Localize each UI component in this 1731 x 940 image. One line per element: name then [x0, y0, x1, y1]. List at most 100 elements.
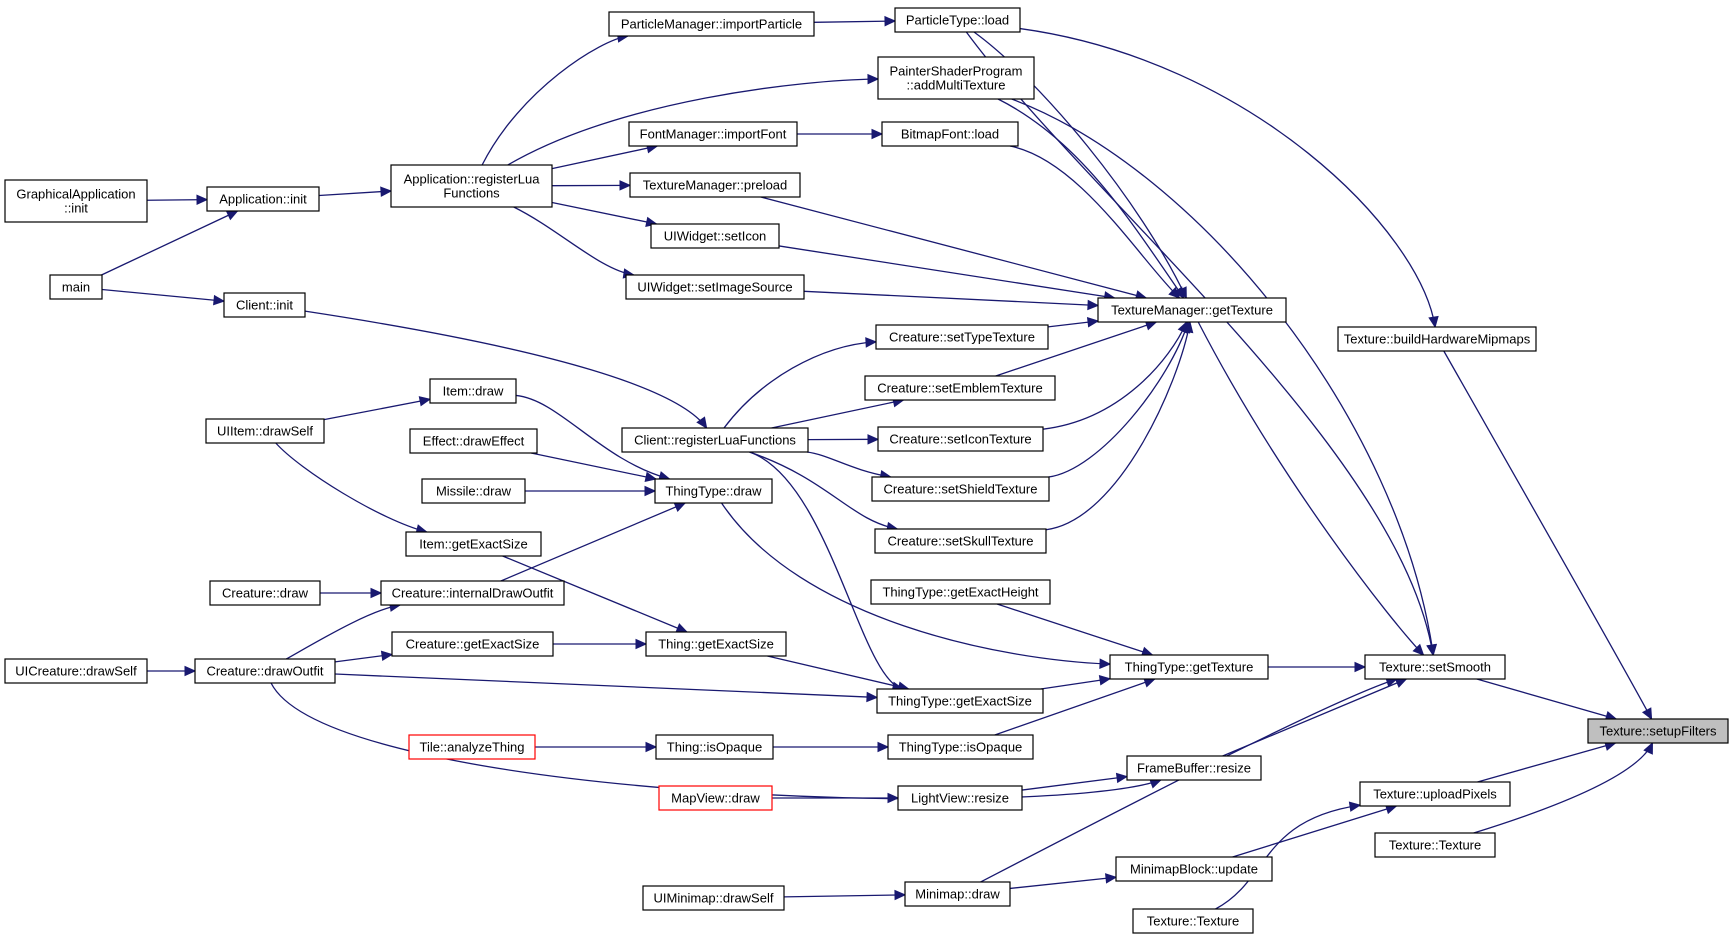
node-box	[625, 274, 805, 300]
node-item-draw[interactable]: Item::draw	[429, 378, 517, 404]
node-label: UICreature::drawSelf	[15, 664, 137, 679]
node-app-init[interactable]: Application::init	[206, 186, 320, 212]
node-label: main	[62, 280, 90, 295]
edge-line	[101, 288, 225, 302]
node-creature-get-exact-size[interactable]: Creature::getExactSize	[391, 631, 554, 657]
node-set-image-source[interactable]: UIWidget::setImageSource	[625, 274, 805, 300]
edge-line	[1048, 321, 1189, 478]
edge-arrowhead	[867, 73, 880, 85]
node-item-get-exact-size[interactable]: Item::getExactSize	[405, 531, 542, 557]
node-main[interactable]: main	[49, 274, 103, 300]
node-thing-type-get-texture[interactable]: ThingType::getTexture	[1109, 654, 1269, 680]
node-frame-buffer-resize[interactable]: FrameBuffer::resize	[1126, 755, 1262, 781]
edge-creature-draw-to-internal-draw-outfit	[320, 587, 383, 599]
node-label: ParticleType::load	[906, 13, 1009, 28]
edge-minimap-block-update-to-upload-pixels	[1232, 804, 1398, 858]
edge-import-particle-to-particle-type-load	[813, 15, 897, 27]
edge-bitmap-font-load-to-get-texture	[1009, 145, 1181, 299]
node-label: Client::init	[236, 298, 293, 313]
node-minimap-draw[interactable]: Minimap::draw	[904, 881, 1011, 907]
node-box	[390, 164, 553, 208]
edge-arrowhead	[877, 741, 890, 753]
node-box	[608, 11, 815, 37]
node-label: Tile::analyzeThing	[419, 740, 524, 755]
node-box	[870, 579, 1051, 605]
node-creature-draw[interactable]: Creature::draw	[209, 580, 321, 606]
node-label: Functions	[443, 186, 500, 201]
edge-line	[995, 321, 1157, 377]
node-box	[209, 580, 321, 606]
node-build-hardware-mipmaps[interactable]: Texture::buildHardwareMipmaps	[1337, 326, 1537, 352]
node-texture-ctor-b[interactable]: Texture::Texture	[1132, 908, 1254, 934]
node-particle-type-load[interactable]: ParticleType::load	[894, 7, 1021, 33]
node-app-register-lua[interactable]: Application::registerLuaFunctions	[390, 164, 553, 208]
node-add-multi-texture[interactable]: PainterShaderProgram::addMultiTexture	[877, 56, 1035, 100]
node-effect-draw[interactable]: Effect::drawEffect	[409, 428, 538, 454]
node-thing-is-opaque[interactable]: Thing::isOpaque	[655, 734, 774, 760]
node-upload-pixels[interactable]: Texture::uploadPixels	[1359, 781, 1511, 807]
node-box	[875, 324, 1049, 350]
node-bitmap-font-load[interactable]: BitmapFont::load	[881, 121, 1019, 147]
node-set-icon-texture[interactable]: Creature::setIconTexture	[877, 426, 1044, 452]
node-thing-type-is-opaque[interactable]: ThingType::isOpaque	[887, 734, 1034, 760]
edge-client-register-lua-to-set-icon-texture	[807, 434, 880, 445]
node-box	[1587, 718, 1729, 744]
node-get-texture[interactable]: TextureManager::getTexture	[1097, 297, 1287, 323]
node-set-emblem-texture[interactable]: Creature::setEmblemTexture	[864, 375, 1056, 401]
edge-creature-get-exact-size-to-thing-get-exact-size	[553, 638, 648, 650]
edge-build-hardware-mipmaps-to-setup-filters	[1443, 350, 1653, 721]
edge-get-exact-height-to-thing-type-get-texture	[996, 603, 1154, 657]
node-set-smooth[interactable]: Texture::setSmooth	[1364, 654, 1506, 680]
node-ui-minimap-draw-self[interactable]: UIMinimap::drawSelf	[642, 885, 785, 911]
edge-arrowhead	[1426, 643, 1438, 657]
node-analyze-thing[interactable]: Tile::analyzeThing	[408, 734, 536, 760]
node-set-skull-texture[interactable]: Creature::setSkullTexture	[874, 528, 1047, 554]
node-minimap-block-update[interactable]: MinimapBlock::update	[1115, 856, 1273, 882]
node-set-type-texture[interactable]: Creature::setTypeTexture	[875, 324, 1049, 350]
node-import-particle[interactable]: ParticleManager::importParticle	[608, 11, 815, 37]
edge-arrowhead	[184, 665, 197, 677]
node-box	[621, 427, 809, 453]
node-set-shield-texture[interactable]: Creature::setShieldTexture	[871, 476, 1050, 502]
node-import-font[interactable]: FontManager::importFont	[628, 121, 798, 147]
node-set-icon[interactable]: UIWidget::setIcon	[650, 223, 780, 249]
node-get-exact-height[interactable]: ThingType::getExactHeight	[870, 579, 1051, 605]
node-client-init[interactable]: Client::init	[223, 292, 306, 318]
node-setup-filters[interactable]: Texture::setupFilters	[1587, 718, 1729, 744]
node-box	[1115, 856, 1273, 882]
node-light-view-resize[interactable]: LightView::resize	[897, 785, 1023, 811]
edge-arrowhead	[675, 623, 689, 633]
edge-set-image-source-to-get-texture	[803, 290, 1100, 311]
edge-ui-minimap-draw-self-to-minimap-draw	[783, 889, 907, 901]
edge-line	[767, 655, 909, 690]
edge-line	[813, 20, 896, 23]
node-label: UIItem::drawSelf	[217, 424, 313, 439]
node-thing-type-get-exact-size[interactable]: ThingType::getExactSize	[876, 688, 1044, 714]
node-thing-get-exact-size[interactable]: Thing::getExactSize	[645, 631, 787, 657]
node-box	[645, 631, 787, 657]
edge-arrowhead	[225, 210, 239, 221]
node-graphical-init[interactable]: GraphicalApplication::init	[4, 179, 148, 223]
edge-arrowhead	[213, 294, 226, 306]
node-missile-draw[interactable]: Missile::draw	[421, 478, 526, 504]
node-client-register-lua[interactable]: Client::registerLuaFunctions	[621, 427, 809, 453]
node-preload[interactable]: TextureManager::preload	[629, 172, 801, 198]
node-ui-item-draw-self[interactable]: UIItem::drawSelf	[205, 418, 325, 444]
node-ui-creature-draw-self[interactable]: UICreature::drawSelf	[4, 658, 148, 684]
edge-draw-outfit-to-creature-get-exact-size	[334, 650, 394, 663]
edge-line	[771, 399, 904, 429]
edge-particle-type-load-to-build-hardware-mipmaps	[1019, 27, 1439, 329]
node-map-view-draw[interactable]: MapView::draw	[658, 785, 773, 811]
node-box	[628, 121, 798, 147]
edge-arrowhead	[380, 650, 394, 662]
edge-client-register-lua-to-set-shield-texture	[806, 451, 892, 481]
node-label: Application::registerLua	[404, 172, 541, 187]
edge-arrowhead	[635, 638, 648, 650]
node-label: Client::registerLuaFunctions	[634, 433, 796, 448]
edge-line	[1021, 775, 1128, 791]
node-internal-draw-outfit[interactable]: Creature::internalDrawOutfit	[380, 580, 565, 606]
node-thing-type-draw[interactable]: ThingType::draw	[654, 478, 773, 504]
node-draw-outfit[interactable]: Creature::drawOutfit	[194, 658, 336, 684]
edge-arrowhead	[1087, 299, 1100, 311]
node-texture-ctor-a[interactable]: Texture::Texture	[1374, 832, 1496, 858]
